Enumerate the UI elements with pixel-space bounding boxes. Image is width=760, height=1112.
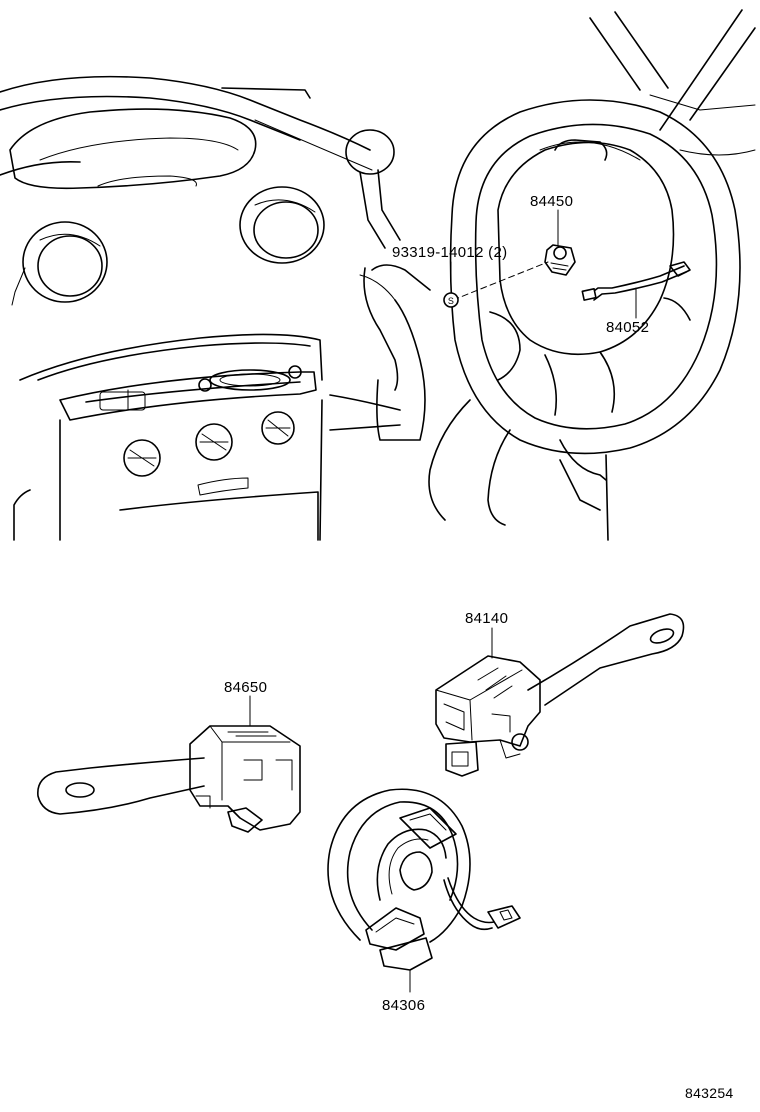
steering-wheel: [428, 99, 741, 541]
screw-mark-letter: S: [448, 296, 454, 306]
airbag-sensor-part: [544, 209, 576, 276]
center-air-vent: [239, 186, 325, 264]
climate-knobs: [123, 411, 295, 496]
part-label-84306: 84306: [382, 997, 425, 1014]
left-air-vent: [11, 221, 108, 306]
dashboard-assembly-illustration: [0, 9, 756, 541]
part-label-84140: 84140: [465, 610, 508, 627]
part-label-84052: 84052: [606, 319, 649, 336]
horn-wire-part: [581, 261, 691, 319]
part-label-screw: 93319-14012 (2): [392, 244, 507, 261]
center-console: [13, 333, 323, 541]
screw-mark-circle: [443, 292, 459, 308]
part-label-84650: 84650: [224, 679, 267, 696]
screw-leader-line: [452, 261, 549, 301]
part-label-84450: 84450: [530, 193, 573, 210]
headlamp-switch-part: [37, 695, 301, 833]
figure-number: 843254: [685, 1085, 734, 1101]
spiral-cable-part: [327, 788, 521, 993]
wiper-switch-part: [435, 613, 685, 777]
